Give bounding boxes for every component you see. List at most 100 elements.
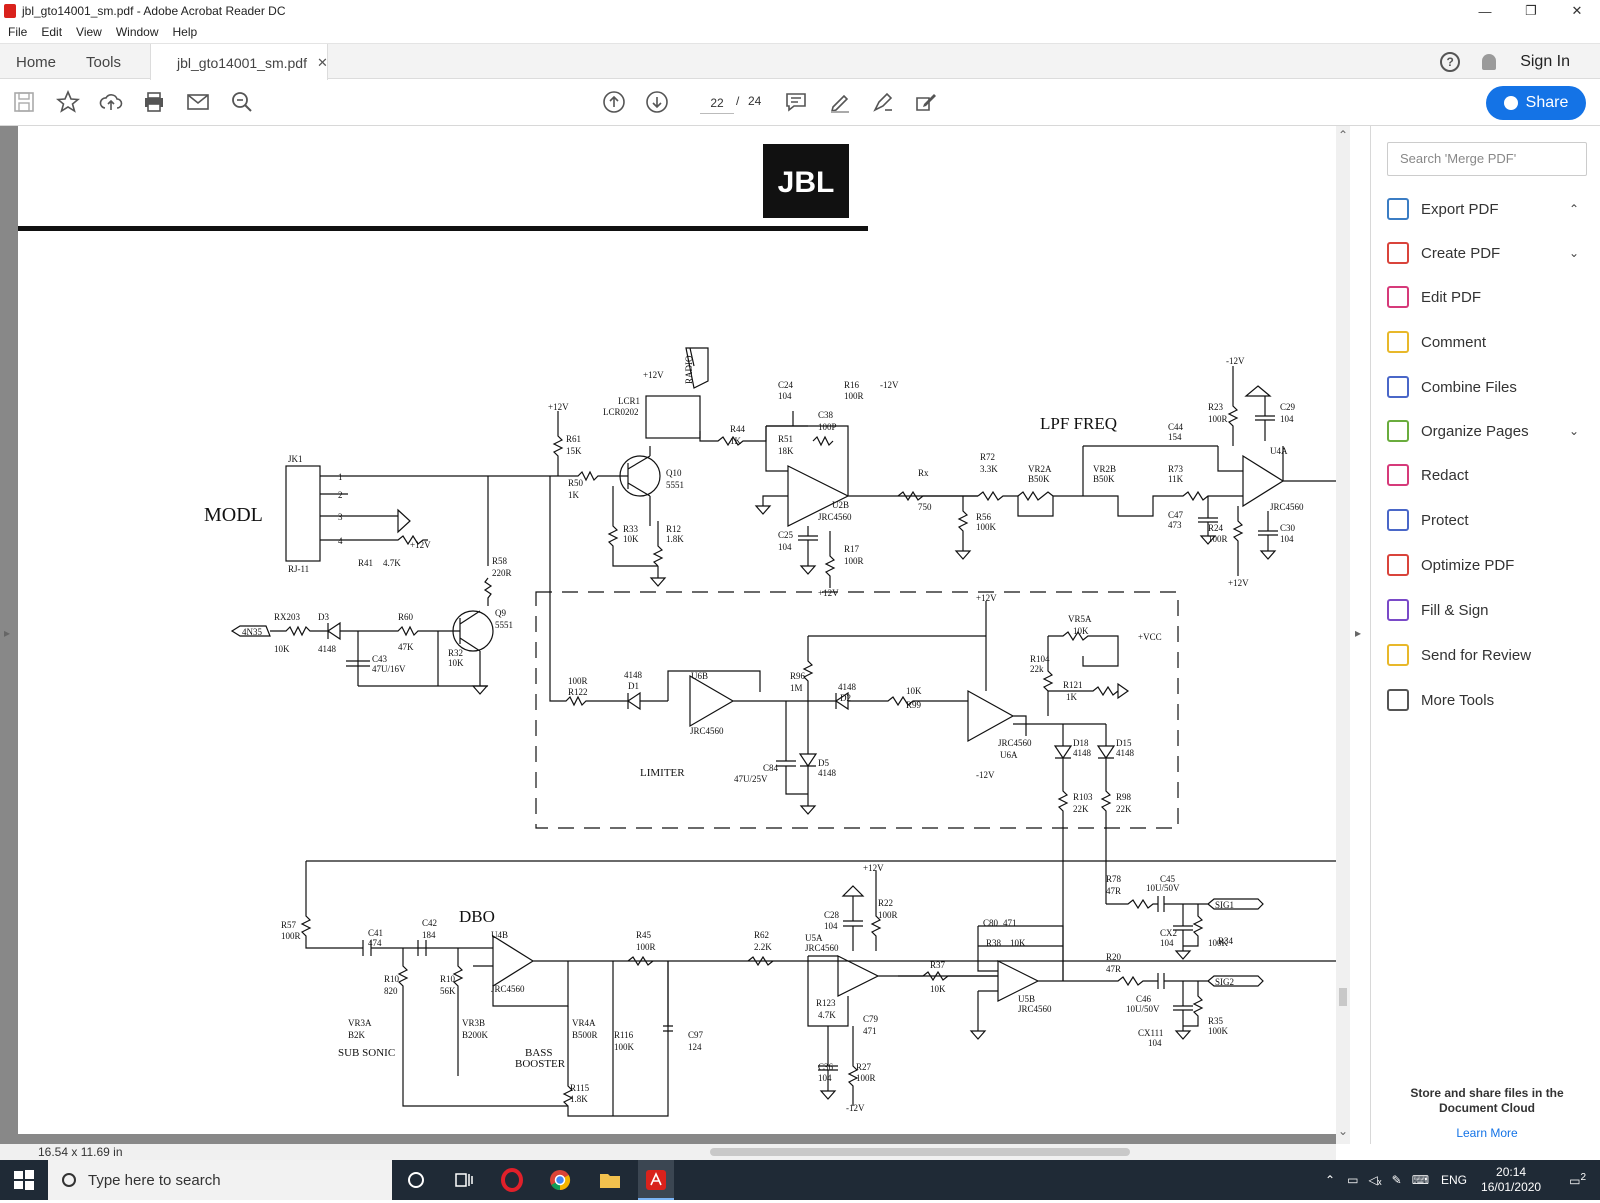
minimize-button[interactable]: — [1478,3,1492,19]
svg-text:10K: 10K [1010,938,1026,948]
notifications-icon[interactable]: ▭2 [1569,1172,1586,1188]
scroll-up-icon[interactable]: ⌃ [1338,128,1349,142]
svg-text:1K: 1K [568,490,580,500]
svg-text:B200K: B200K [462,1030,489,1040]
notification-bell-icon[interactable] [1482,54,1497,70]
fill-sign-tool-icon[interactable] [914,90,938,114]
maximize-button[interactable]: ❐ [1525,3,1537,18]
task-view-icon[interactable] [452,1168,476,1192]
taskbar-search[interactable]: Type here to search [48,1160,392,1200]
menu-help[interactable]: Help [172,25,198,39]
clock[interactable]: 20:14 16/01/2020 [1481,1165,1541,1195]
tool-comment[interactable]: Comment [1387,327,1587,357]
close-window-button[interactable]: ✕ [1571,3,1583,18]
keyboard-icon[interactable]: ⌨ [1411,1173,1430,1187]
svg-text:R62: R62 [754,930,769,940]
svg-text:B2K: B2K [348,1030,366,1040]
language-indicator[interactable]: ENG [1441,1173,1468,1187]
volume-muted-icon[interactable]: ◁ₓ [1368,1173,1382,1187]
tools-search-input[interactable]: Search 'Merge PDF' [1387,142,1587,176]
menu-window[interactable]: Window [115,25,159,39]
svg-text:D18: D18 [1073,738,1089,748]
svg-text:R104: R104 [1030,654,1050,664]
svg-text:R22: R22 [878,898,893,908]
svg-text:R16: R16 [844,380,860,390]
tool-protect[interactable]: Protect [1387,505,1587,535]
tray-overflow-icon[interactable]: ⌃ [1325,1173,1336,1187]
svg-text:R34: R34 [1218,936,1234,946]
vertical-scrollbar[interactable]: ⌃ ⌄ [1336,126,1350,1144]
close-tab-icon[interactable]: ✕ [317,54,328,70]
system-tray: ⌃ ▭ ◁ₓ ✎ ⌨ ENG 20:14 16/01/2020 ▭2 [1325,1160,1600,1200]
svg-text:JRC4560: JRC4560 [1270,502,1304,512]
network-icon[interactable]: ▭ [1347,1173,1359,1187]
highlight-pen-icon[interactable] [828,90,852,114]
bookmark-star-icon[interactable] [55,89,81,114]
horizontal-scroll-thumb[interactable] [710,1148,1130,1156]
opera-icon[interactable] [500,1168,524,1192]
save-icon[interactable] [12,90,36,114]
windows-start-icon[interactable] [12,1168,36,1192]
limiter-label: LIMITER [640,767,685,779]
tool-organize-pages[interactable]: Organize Pages⌄ [1387,416,1587,446]
file-explorer-icon[interactable] [598,1168,622,1192]
tool-fill-sign[interactable]: Fill & Sign [1387,595,1587,625]
comment-icon[interactable] [784,90,808,114]
document-viewport[interactable]: JBL [0,126,1361,1144]
sign-pen-icon[interactable] [871,90,895,114]
schematic-wires [230,347,1336,695]
share-button[interactable]: Share [1486,86,1586,120]
tool-redact[interactable]: Redact [1387,460,1587,490]
learn-more-link[interactable]: Learn More [1456,1126,1518,1140]
svg-text:R17: R17 [844,544,860,554]
previous-page-icon[interactable] [602,90,626,114]
page-number-input[interactable]: 22 [700,92,734,114]
svg-text:LCR0202: LCR0202 [603,407,639,417]
left-panel-toggle-icon[interactable]: ▸ [4,626,11,640]
chevron-down-icon[interactable]: ⌄ [1568,424,1579,438]
upload-cloud-icon[interactable] [99,90,123,114]
right-panel-toggle-icon[interactable]: ▸ [1355,626,1362,640]
email-icon[interactable] [186,90,210,114]
tool-export-pdf[interactable]: Export PDF⌃ [1387,194,1587,224]
svg-text:18K: 18K [778,446,794,456]
cortana-icon[interactable] [404,1168,428,1192]
svg-text:U4B: U4B [491,930,508,940]
create-pdf-icon [1387,242,1409,264]
menu-edit[interactable]: Edit [41,25,63,39]
svg-text:10K: 10K [930,984,946,994]
acrobat-taskbar-icon[interactable] [638,1160,674,1200]
menu-file[interactable]: File [8,25,28,39]
chevron-up-icon[interactable]: ⌃ [1568,202,1579,216]
vertical-scroll-thumb[interactable] [1339,988,1347,1006]
tool-more-tools[interactable]: More Tools [1387,685,1587,715]
help-icon[interactable]: ? [1440,52,1461,72]
tool-optimize-pdf[interactable]: Optimize PDF [1387,550,1587,580]
radio-label: RADIO [684,355,694,384]
tab-document[interactable]: jbl_gto14001_sm.pdf ✕ [150,44,328,81]
next-page-icon[interactable] [645,90,669,114]
zoom-search-icon[interactable] [230,90,254,114]
svg-text:R96: R96 [790,671,806,681]
chrome-icon[interactable] [548,1168,572,1192]
svg-text:Rx: Rx [918,468,929,478]
title-bar: jbl_gto14001_sm.pdf - Adobe Acrobat Read… [0,0,1600,22]
dbo-label: DBO [459,907,495,926]
tool-combine-files[interactable]: Combine Files [1387,372,1587,402]
svg-text:R51: R51 [778,434,793,444]
chevron-down-icon[interactable]: ⌄ [1568,246,1579,260]
tool-edit-pdf[interactable]: Edit PDF [1387,282,1587,312]
tool-create-pdf[interactable]: Create PDF⌄ [1387,238,1587,268]
scroll-down-icon[interactable]: ⌄ [1338,1124,1349,1138]
print-icon[interactable] [142,90,166,114]
tab-home[interactable]: Home [16,53,57,71]
tool-send-review[interactable]: Send for Review [1387,640,1587,670]
pen-icon[interactable]: ✎ [1391,1173,1402,1187]
svg-text:C44: C44 [1168,422,1184,432]
jbl-logo-text: JBL [778,166,835,199]
svg-text:10K: 10K [1073,626,1089,636]
menu-view[interactable]: View [76,25,102,39]
horizontal-scrollbar[interactable] [140,1144,1336,1160]
sign-in-link[interactable]: Sign In [1520,53,1570,70]
tab-tools[interactable]: Tools [86,53,122,71]
